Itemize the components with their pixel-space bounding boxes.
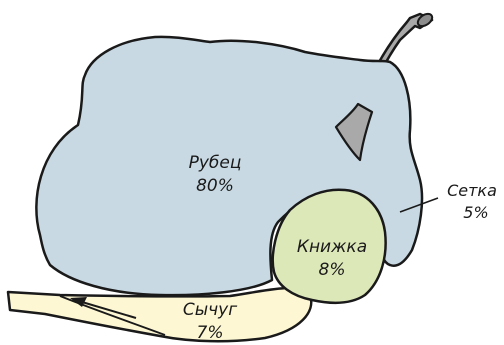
label-rumen-name: Рубец	[189, 153, 242, 173]
label-reticulum-name: Сетка	[447, 181, 497, 200]
label-abomasum-value: 7%	[197, 323, 224, 343]
label-omasum-value: 8%	[319, 260, 346, 280]
label-rumen-value: 80%	[196, 176, 234, 196]
label-omasum-name: Книжка	[297, 237, 367, 257]
label-abomasum-name: Сычуг	[183, 300, 237, 320]
label-reticulum-value: 5%	[463, 203, 488, 222]
